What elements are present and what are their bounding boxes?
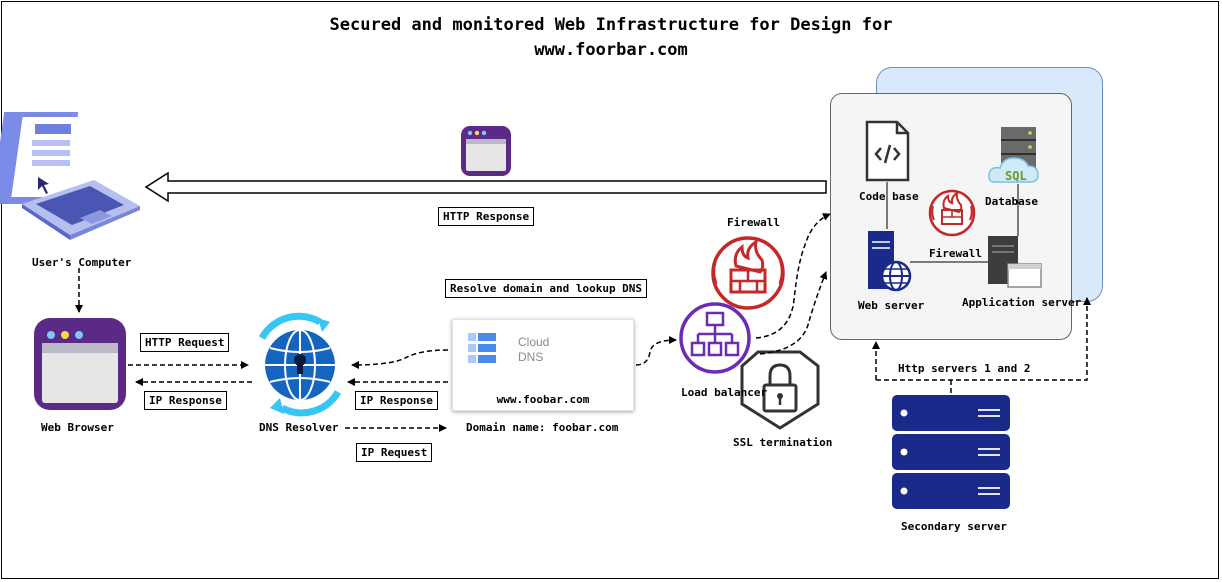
diagram-subtitle: www.foorbar.com	[534, 40, 688, 60]
database-label: Database	[985, 195, 1038, 208]
application-server-label: Application server	[962, 296, 1082, 309]
users-computer-label: User's Computer	[32, 256, 132, 269]
ip-response-left-box: IP Response	[144, 391, 227, 410]
response-window-icon	[461, 126, 511, 176]
app-server-icon	[988, 236, 1042, 288]
inner-firewall-label: Firewall	[929, 247, 982, 260]
load-balancer-icon	[679, 302, 751, 374]
cloud-dns-title-1: Cloud	[518, 335, 550, 349]
http-request-box: HTTP Request	[140, 333, 230, 352]
cloud-dns-icon	[468, 333, 496, 363]
resolve-domain-box: Resolve domain and lookup DNS	[445, 279, 648, 298]
shield-lock-icon	[740, 350, 820, 430]
code-file-icon	[865, 120, 910, 182]
dns-resolver-label: DNS Resolver	[259, 421, 339, 434]
web-server-icon	[868, 231, 912, 292]
firewall-icon	[711, 236, 785, 310]
cloud-dns-title-2: DNS	[518, 350, 544, 364]
sql-badge: SQL	[1005, 169, 1027, 183]
web-server-label: Web server	[858, 299, 925, 312]
load-balancer-label: Load balancer	[681, 386, 768, 399]
diagram-title: Secured and monitored Web Infrastructure…	[329, 15, 893, 35]
http-response-box: HTTP Response	[438, 207, 535, 226]
database-server-icon	[988, 127, 1039, 183]
connectors	[75, 213, 1091, 432]
http-response-arrow	[144, 171, 827, 203]
code-base-label: Code base	[859, 190, 919, 203]
firewall-label: Firewall	[727, 216, 780, 229]
ip-response-mid-box: IP Response	[355, 391, 438, 410]
inner-firewall-icon	[928, 189, 976, 237]
ip-request-box: IP Request	[356, 443, 433, 462]
http-servers-label: Http servers 1 and 2	[898, 362, 1031, 375]
web-browser-label: Web Browser	[41, 421, 114, 434]
cloud-dns-domain: www.foobar.com	[496, 393, 590, 406]
browser-window-icon	[34, 318, 126, 410]
domain-name-label: Domain name: foobar.com	[466, 421, 619, 434]
dns-globe-icon	[258, 312, 342, 417]
ssl-termination-label: SSL termination	[733, 436, 833, 449]
secondary-server-icon	[892, 395, 1010, 509]
laptop-icon	[0, 112, 140, 240]
secondary-server-label: Secondary server	[901, 520, 1007, 533]
